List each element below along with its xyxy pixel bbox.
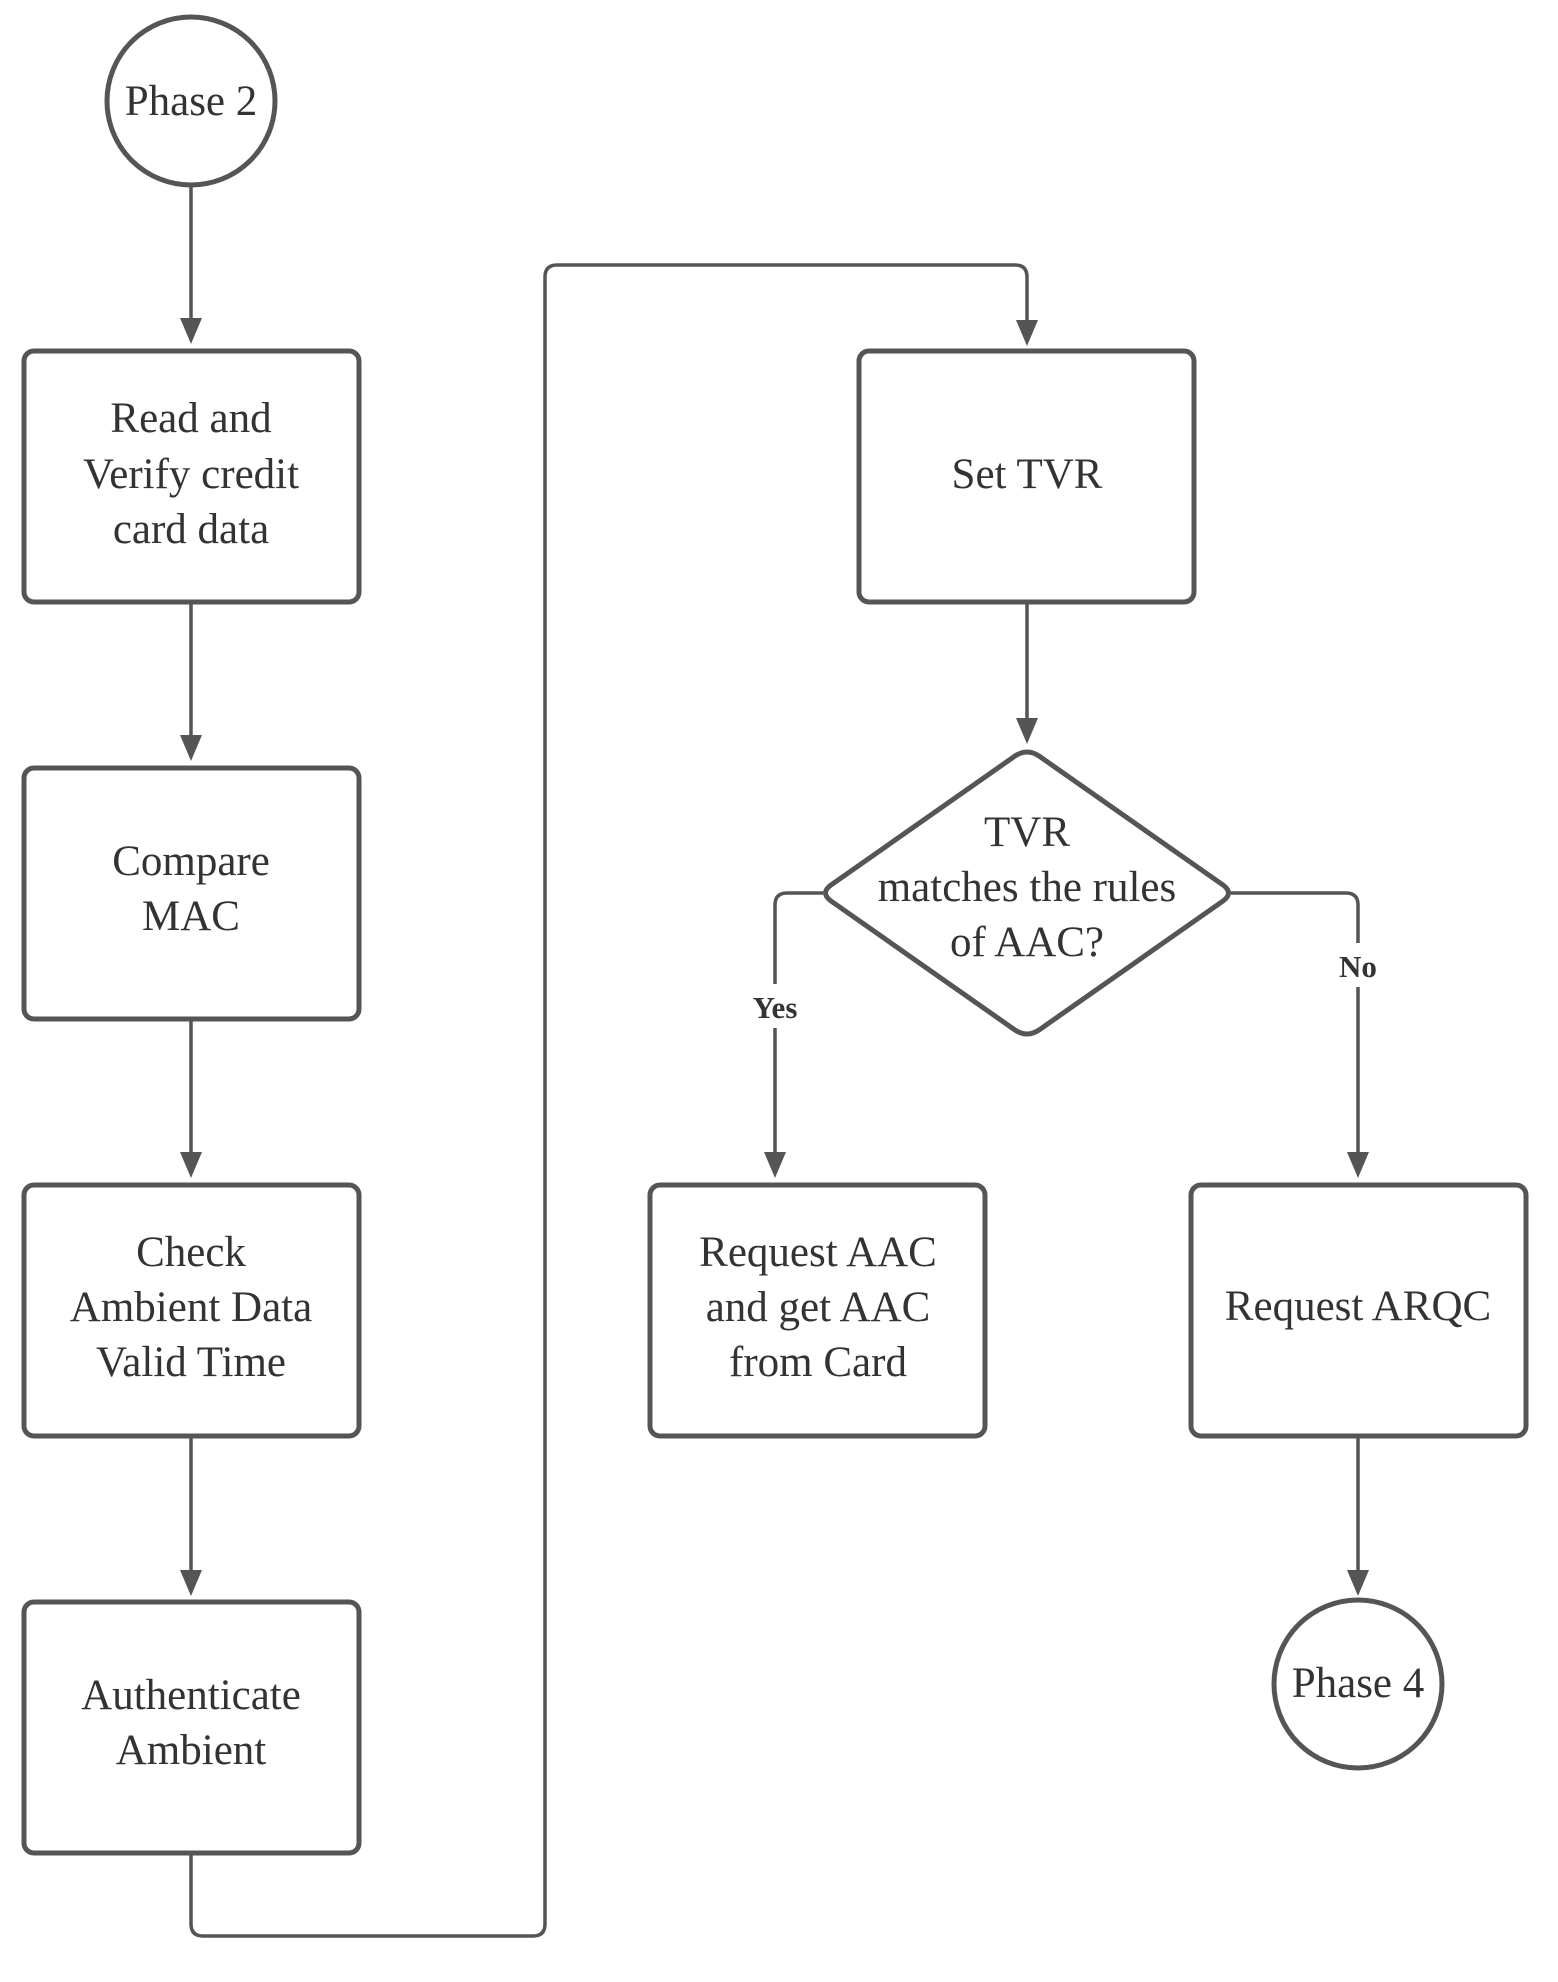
node-request-aac-line-3: from Card (729, 1339, 907, 1386)
node-authenticate: Authenticate Ambient (21, 1599, 362, 1856)
edge-decision-yes (764, 891, 823, 1178)
edge-request-arqc-to-phase4 (1347, 1438, 1369, 1596)
node-request-aac: Request AAC and get AAC from Card (647, 1182, 988, 1439)
node-decision-line-3: of AAC? (950, 919, 1104, 966)
node-phase2-label: Phase 2 (125, 78, 258, 125)
node-check-ambient: Check Ambient Data Valid Time (21, 1182, 362, 1439)
node-decision-line-2: matches the rules (878, 864, 1177, 911)
node-check-ambient-line-2: Ambient Data (70, 1284, 312, 1331)
edge-read-verify-to-compare-mac (180, 604, 202, 761)
node-request-aac-line-1: Request AAC (699, 1229, 937, 1276)
edge-compare-mac-to-check-ambient (180, 1021, 202, 1178)
node-check-ambient-line-3: Valid Time (96, 1339, 286, 1386)
node-authenticate-line-2: Ambient (116, 1727, 267, 1774)
edge-check-ambient-to-authenticate (180, 1438, 202, 1596)
edge-label-no: No (1339, 949, 1377, 984)
edges: Yes No (180, 186, 1383, 1938)
node-compare-mac-line-2: MAC (142, 893, 240, 940)
node-phase4: Phase 4 (1271, 1597, 1445, 1771)
node-request-arqc-line-1: Request ARQC (1225, 1283, 1491, 1330)
node-compare-mac-line-1: Compare (112, 838, 270, 885)
node-request-arqc: Request ARQC (1188, 1182, 1529, 1439)
node-set-tvr: Set TVR (856, 348, 1197, 605)
node-authenticate-line-1: Authenticate (81, 1672, 301, 1719)
edge-authenticate-to-set-tvr (189, 263, 1038, 1938)
node-decision-line-1: TVR (984, 809, 1070, 856)
node-phase2: Phase 2 (104, 14, 278, 188)
node-set-tvr-line-1: Set TVR (952, 451, 1103, 498)
node-check-ambient-line-1: Check (136, 1229, 246, 1276)
node-read-verify-line-1: Read and (110, 395, 271, 442)
edge-phase2-to-read-verify (180, 186, 202, 344)
edge-set-tvr-to-decision (1016, 604, 1038, 744)
node-compare-mac: Compare MAC (21, 765, 362, 1022)
edge-label-yes: Yes (753, 990, 798, 1025)
node-phase4-label: Phase 4 (1292, 1660, 1425, 1707)
node-read-verify-line-2: Verify credit (83, 451, 299, 498)
node-read-verify: Read and Verify credit card data (21, 348, 362, 605)
node-request-aac-line-2: and get AAC (706, 1284, 931, 1331)
edge-decision-no (1231, 891, 1369, 1178)
node-read-verify-line-3: card data (113, 506, 269, 553)
node-decision: TVR matches the rules of AAC? (823, 749, 1231, 1037)
